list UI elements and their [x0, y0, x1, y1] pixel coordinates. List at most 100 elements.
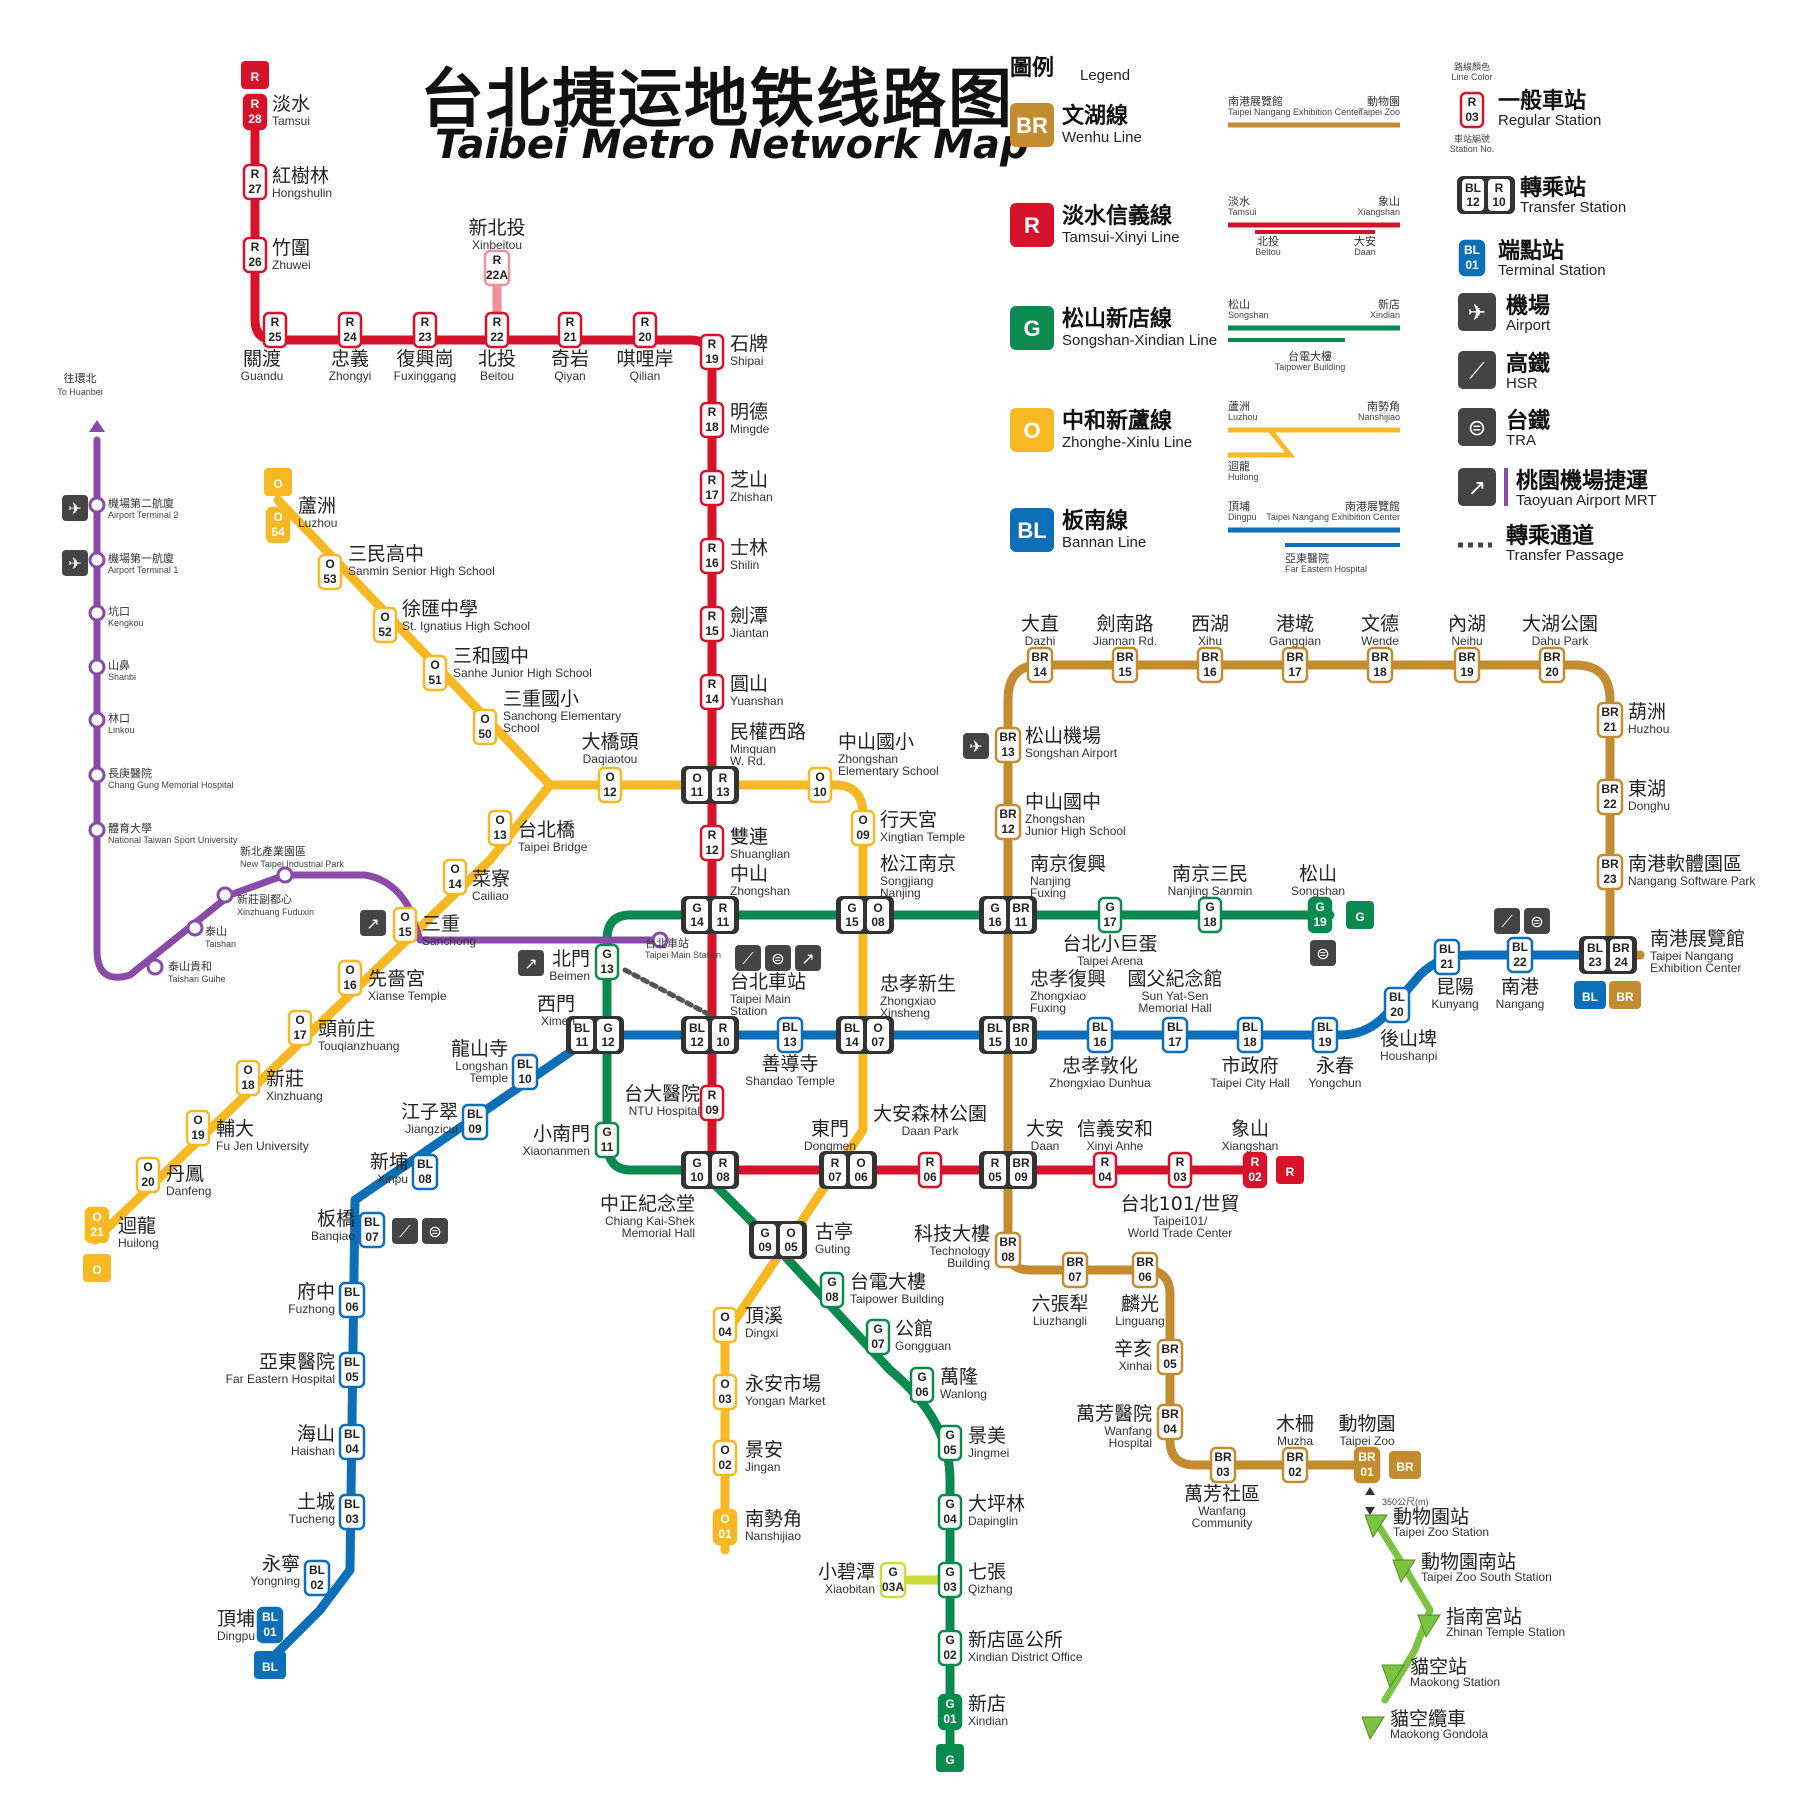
- chip-top: [1201, 900, 1219, 913]
- station-name-zh: 中山國中: [1025, 791, 1101, 813]
- legend-icon: ⟋: [1458, 351, 1496, 389]
- station-name-zh: 新埔: [370, 1151, 408, 1173]
- chip-top: [941, 1633, 959, 1646]
- transfer-cell: [686, 1019, 708, 1051]
- station-marker-O02: O02: [712, 1439, 738, 1477]
- chip-top: [823, 1275, 841, 1288]
- station-name-en: Wanfang: [1198, 1504, 1246, 1518]
- chip-line-code: G: [945, 1633, 954, 1647]
- legend-symbol-zh: 機場: [1506, 294, 1550, 319]
- transfer-line-code: G: [692, 1156, 701, 1170]
- station-name-en: Jiantan: [730, 626, 769, 640]
- station-marker-O16: O16: [337, 959, 363, 997]
- transfer-cell: [984, 1154, 1006, 1186]
- station-name-zh: 辛亥: [1114, 1338, 1152, 1360]
- station-name-zh: 忠孝敦化: [1062, 1055, 1138, 1077]
- chip-number: 02: [943, 1648, 957, 1662]
- chip-number: 19: [1318, 1035, 1332, 1049]
- transfer-line-code: O: [786, 1226, 795, 1240]
- station-marker-O14: O14: [442, 858, 468, 896]
- chip-top: [941, 1697, 959, 1710]
- legend-symbol-zh: 高鐵: [1506, 351, 1550, 377]
- station-name-zh: 麟光: [1121, 1293, 1159, 1315]
- station-name-zh: 小碧潭: [818, 1561, 875, 1583]
- badge-text: R: [1286, 1165, 1295, 1179]
- chip-top: [415, 1157, 435, 1170]
- station-name-zh: 雙連: [730, 826, 768, 848]
- legend-line-zh: 板南線: [1062, 508, 1128, 534]
- station-name-en: Nanjing Sanmin: [1168, 884, 1253, 898]
- station-marker-O52: O52: [372, 606, 398, 644]
- station-name-zh: 迴龍: [118, 1215, 156, 1237]
- chip-number: 06: [345, 1300, 359, 1314]
- chip-line-code: R: [493, 315, 502, 329]
- legend-to-zh: 南港展覽館: [1345, 499, 1400, 513]
- chip-top: [246, 167, 264, 180]
- station-marker-G05: G05: [937, 1424, 963, 1462]
- chip-number: 18: [241, 1078, 255, 1092]
- legend-line-badge: [1010, 508, 1054, 552]
- station-name-en: Taipei Nangang: [1650, 949, 1733, 963]
- station-marker-R26: R26: [242, 236, 268, 274]
- gondola-station-zh: 貓空站: [1410, 1656, 1467, 1678]
- chip-number: 01: [1360, 1465, 1374, 1479]
- chip-line-code: R: [1251, 1155, 1260, 1169]
- chip-line-code: R: [708, 677, 717, 691]
- station-name-zh: 忠孝復興: [1030, 968, 1106, 990]
- chip-number: 21: [1603, 720, 1617, 734]
- station-name-en: Jingan: [745, 1460, 780, 1474]
- hsr-icon: ⟋: [392, 1218, 418, 1244]
- transfer-number: 13: [716, 785, 730, 799]
- station-marker-G02: G02: [937, 1629, 963, 1667]
- station-name-zh: 紅樹林: [272, 165, 329, 187]
- transfer-cell: [1010, 899, 1032, 931]
- chip-line-code: R: [271, 315, 280, 329]
- station-name-zh: 大坪林: [968, 1493, 1025, 1515]
- transfer-cell: [841, 899, 863, 931]
- chip-top: [491, 813, 509, 826]
- station-name-zh: 忠孝新生: [880, 973, 956, 995]
- station-name-en: Daqiaotou: [583, 752, 638, 766]
- station-name-zh: 萬隆: [940, 1366, 978, 1388]
- station-name-en: Dingpu: [217, 1629, 255, 1643]
- chip-number: 22: [1513, 955, 1527, 969]
- station-name-en: Zhishan: [730, 490, 773, 504]
- chip-number: 01: [943, 1712, 957, 1726]
- station-marker-G08: G08: [819, 1271, 845, 1309]
- chip-line-code: BL: [1389, 990, 1405, 1004]
- chip-line-code: BR: [1601, 705, 1619, 719]
- chip-top: [598, 947, 616, 960]
- station-name-en: Memorial Hall: [622, 1226, 695, 1240]
- chip-number: 04: [943, 1512, 957, 1526]
- transfer-cell: [686, 1154, 708, 1186]
- chip-number: 08: [825, 1290, 839, 1304]
- transfer-cell: [686, 769, 708, 801]
- station-marker-R20: R20: [632, 311, 658, 349]
- station-name-zh: 南港展覽館: [1650, 928, 1745, 950]
- airport-station-en: Xinzhuang Fuduxin: [237, 907, 314, 917]
- chip-number: 14: [705, 692, 719, 706]
- chip-number: 04: [1098, 1170, 1112, 1184]
- icon-glyph: ✈: [68, 499, 81, 518]
- chip-line-code: BR: [999, 1235, 1017, 1249]
- station-name-zh: 關渡: [243, 348, 281, 370]
- station-marker-O18: O18: [235, 1059, 261, 1097]
- station-name-zh: 公館: [895, 1318, 933, 1340]
- chip-number: 16: [343, 978, 357, 992]
- chip-top: [426, 658, 444, 671]
- chip-top: [1600, 857, 1620, 870]
- station-marker-O15: O15: [392, 906, 418, 944]
- station-name-en: Hospital: [1109, 1436, 1152, 1450]
- icon-glyph: ⊜: [1530, 912, 1543, 931]
- station-name-en: Dahu Park: [1532, 634, 1590, 648]
- station-name-en: Zhongxiao: [880, 994, 936, 1008]
- legend-title-zh: 圖例: [1010, 56, 1054, 81]
- chip-number: 07: [365, 1230, 379, 1244]
- station-name-en: Mingde: [730, 422, 770, 436]
- chip-number: 13: [600, 962, 614, 976]
